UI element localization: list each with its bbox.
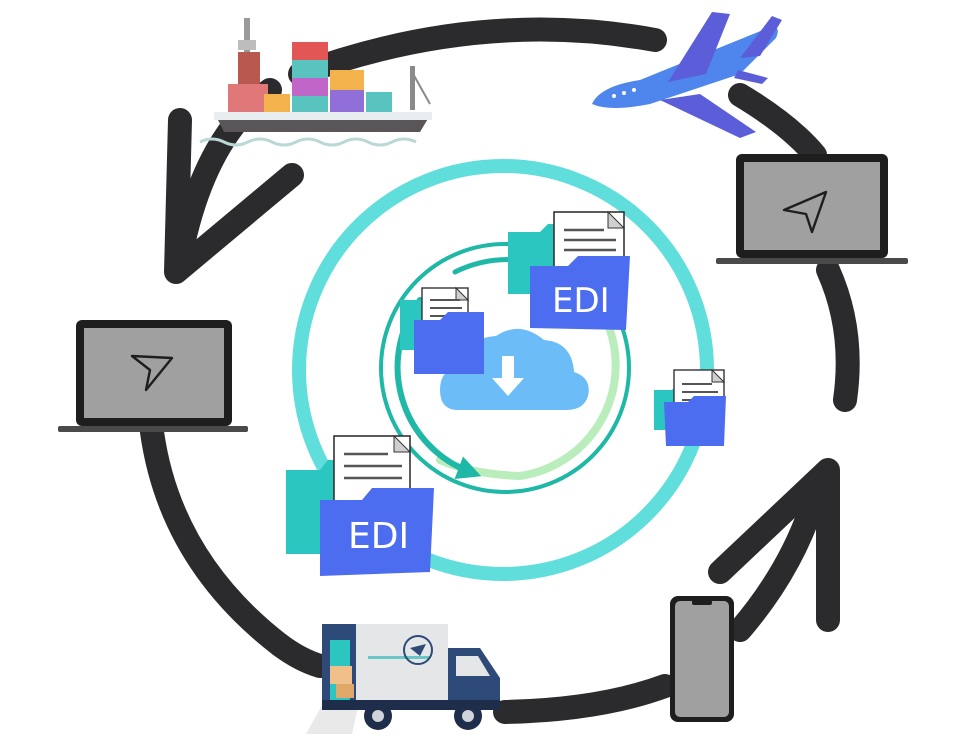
outer-arc-right-mid <box>816 258 860 412</box>
inner-teal-ring <box>379 242 631 494</box>
outer-arrowhead-top-left <box>164 108 304 284</box>
airplane-icon <box>592 12 782 138</box>
document-folder-small-right <box>654 368 726 446</box>
outer-arc-top <box>288 17 667 86</box>
laptop-send-icon <box>58 320 248 432</box>
smartphone-icon <box>670 596 734 722</box>
document-folder-icon <box>400 286 484 374</box>
delivery-truck-icon <box>306 624 500 734</box>
laptop-send-icon <box>716 154 908 264</box>
edi-folder-label: EDI <box>552 281 610 321</box>
edi-folder-top-right: EDI <box>508 210 630 330</box>
edi-folder-label: EDI <box>348 516 409 557</box>
outer-arc-bottom-left <box>268 633 332 678</box>
outer-arrowhead-bottom-right <box>708 458 840 632</box>
truck-logo-icon <box>403 635 433 665</box>
outer-arc-left-lower <box>140 420 292 657</box>
outer-arc-right-upper <box>728 83 827 167</box>
edi-folder-bottom-left: EDI <box>286 434 434 576</box>
cargo-ship-icon <box>199 18 432 147</box>
outer-arc-bottom <box>493 674 677 724</box>
